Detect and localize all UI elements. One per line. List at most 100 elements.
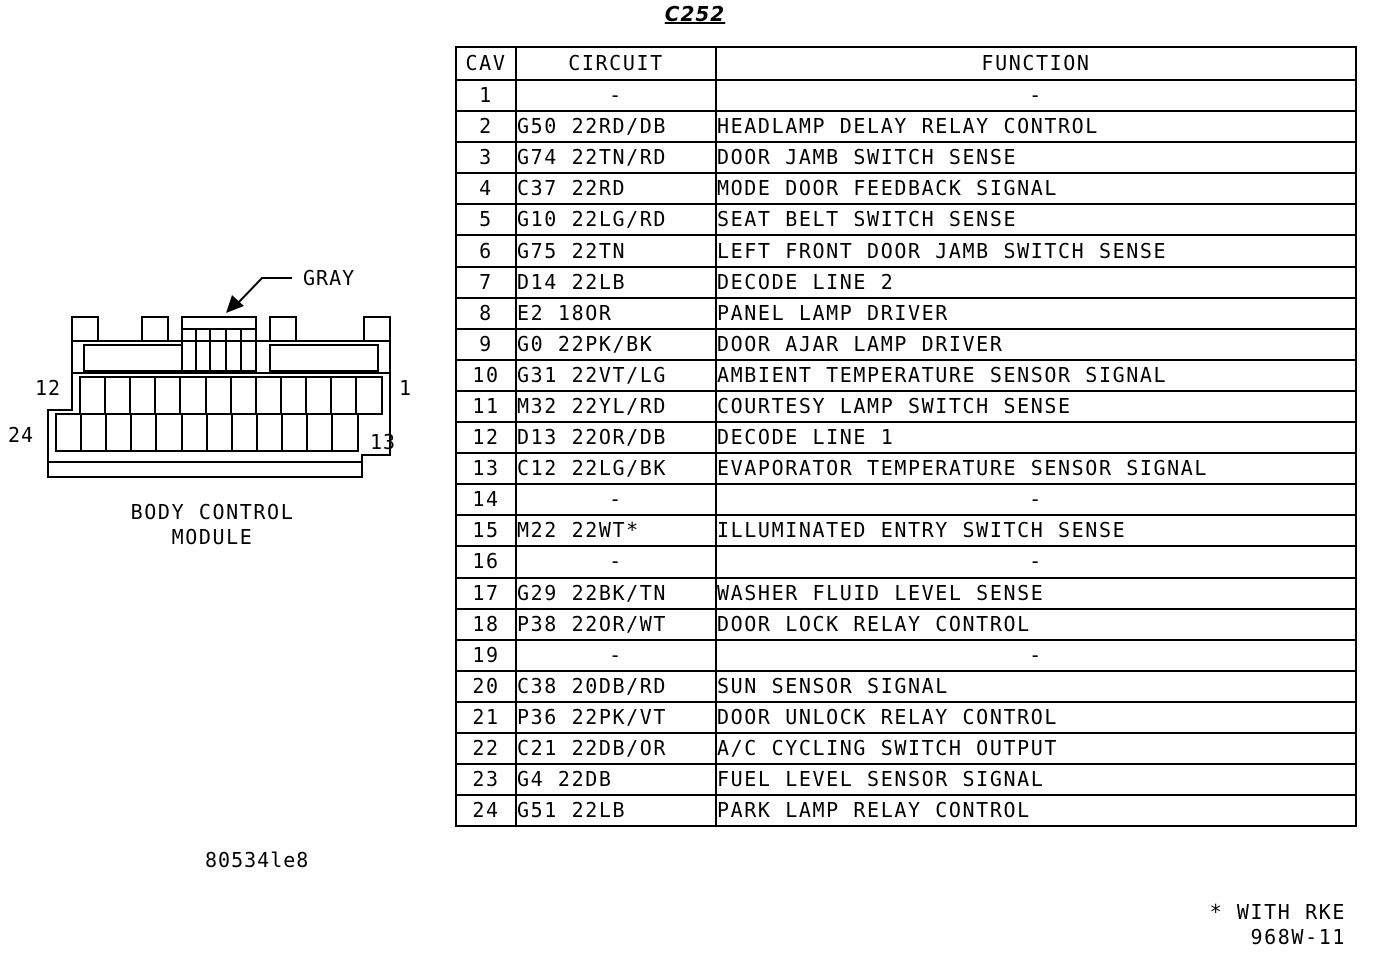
circuit-cell: D14 22LB (515, 265, 717, 299)
cav-cell: 13 (455, 452, 517, 486)
header-cav: CAV (455, 46, 517, 81)
function-cell: - (715, 483, 1357, 517)
circuit-cell: G51 22LB (515, 794, 717, 828)
circuit-cell: E2 18OR (515, 296, 717, 330)
footnote-block: * WITH RKE 968W-11 (1210, 900, 1346, 950)
cav-cell: 10 (455, 358, 517, 392)
circuit-cell: C37 22RD (515, 172, 717, 206)
pin-label-12: 12 (35, 376, 62, 400)
cav-cell: 11 (455, 389, 517, 424)
function-cell: - (715, 545, 1357, 579)
circuit-cell: G75 22TN (515, 234, 717, 268)
circuit-cell: - (515, 638, 717, 672)
cav-cell: 3 (455, 141, 517, 175)
color-label: GRAY (303, 266, 356, 290)
function-cell: WASHER FLUID LEVEL SENSE (715, 576, 1357, 610)
cav-cell: 5 (455, 203, 517, 237)
circuit-cell: G31 22VT/LG (515, 358, 717, 392)
cav-cell: 9 (455, 327, 517, 361)
circuit-cell: P36 22PK/VT (515, 700, 717, 734)
circuit-cell: G50 22RD/DB (515, 110, 717, 144)
circuit-cell: C38 20DB/RD (515, 669, 717, 703)
cav-cell: 23 (455, 763, 517, 797)
circuit-cell: - (515, 483, 717, 517)
function-cell: PANEL LAMP DRIVER (715, 296, 1357, 330)
function-cell: SEAT BELT SWITCH SENSE (715, 203, 1357, 237)
circuit-cell: C21 22DB/OR (515, 731, 717, 766)
connector-title: C252 (664, 2, 726, 26)
module-caption: BODY CONTROL MODULE (90, 500, 335, 550)
function-cell: ILLUMINATED ENTRY SWITCH SENSE (715, 514, 1357, 548)
table-row: 19-- (455, 638, 1357, 672)
function-cell: COURTESY LAMP SWITCH SENSE (715, 389, 1357, 424)
function-cell: DOOR LOCK RELAY CONTROL (715, 607, 1357, 641)
circuit-cell: M32 22YL/RD (515, 389, 717, 424)
leader-arrow-icon (226, 295, 244, 313)
function-cell: - (715, 78, 1357, 113)
circuit-cell: G10 22LG/RD (515, 203, 717, 237)
function-cell: A/C CYCLING SWITCH OUTPUT (715, 731, 1357, 766)
function-cell: SUN SENSOR SIGNAL (715, 669, 1357, 703)
cav-cell: 4 (455, 172, 517, 206)
pin-label-24: 24 (8, 423, 35, 447)
cav-cell: 15 (455, 514, 517, 548)
cav-cell: 14 (455, 483, 517, 517)
pin-label-1: 1 (399, 376, 413, 400)
function-cell: MODE DOOR FEEDBACK SIGNAL (715, 172, 1357, 206)
cav-cell: 2 (455, 110, 517, 144)
cav-cell: 21 (455, 700, 517, 734)
function-cell: DECODE LINE 2 (715, 265, 1357, 299)
function-cell: DOOR JAMB SWITCH SENSE (715, 141, 1357, 175)
cav-cell: 16 (455, 545, 517, 579)
cav-cell: 19 (455, 638, 517, 672)
function-cell: DOOR AJAR LAMP DRIVER (715, 327, 1357, 361)
connector-diagram: GRAY 12 1 24 13 (0, 250, 440, 490)
cav-cell: 17 (455, 576, 517, 610)
circuit-cell: G74 22TN/RD (515, 141, 717, 175)
table-header-row: CAV CIRCUIT FUNCTION (455, 46, 1357, 81)
table-row: 14-- (455, 483, 1357, 517)
module-caption-line2: MODULE (171, 525, 254, 549)
function-cell: - (715, 638, 1357, 672)
cav-cell: 20 (455, 669, 517, 703)
circuit-cell: P38 22OR/WT (515, 607, 717, 641)
circuit-cell: D13 22OR/DB (515, 421, 717, 455)
function-cell: EVAPORATOR TEMPERATURE SENSOR SIGNAL (715, 452, 1357, 486)
table-row: 1-- (455, 78, 1357, 113)
function-cell: AMBIENT TEMPERATURE SENSOR SIGNAL (715, 358, 1357, 392)
circuit-cell: G29 22BK/TN (515, 576, 717, 610)
table-row: 16-- (455, 545, 1357, 579)
figure-id: 968W-11 (1250, 925, 1346, 949)
circuit-cell: C12 22LG/BK (515, 452, 717, 486)
reference-code: 80534le8 (205, 848, 310, 872)
cav-cell: 8 (455, 296, 517, 330)
circuit-cell: M22 22WT* (515, 514, 717, 548)
cav-cell: 6 (455, 234, 517, 268)
function-cell: FUEL LEVEL SENSOR SIGNAL (715, 763, 1357, 797)
connector-face-drawing (47, 277, 391, 478)
function-cell: DECODE LINE 1 (715, 421, 1357, 455)
header-function: FUNCTION (715, 46, 1357, 81)
module-caption-line1: BODY CONTROL (130, 500, 295, 524)
function-cell: LEFT FRONT DOOR JAMB SWITCH SENSE (715, 234, 1357, 268)
cav-cell: 12 (455, 421, 517, 455)
footnote-rke: * WITH RKE (1209, 900, 1346, 924)
circuit-cell: - (515, 545, 717, 579)
function-cell: HEADLAMP DELAY RELAY CONTROL (715, 110, 1357, 144)
